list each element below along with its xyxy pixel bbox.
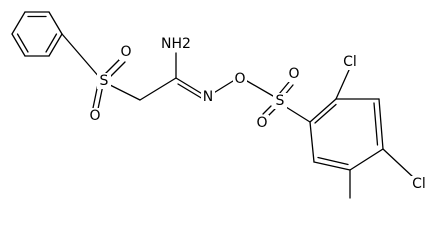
bond-ph-6 [11,11,26,35]
atom-s1-label: S [100,73,109,89]
bond-n-o [211,80,234,95]
bond-ar-4 [349,148,384,171]
atom-cl2: Cl [410,176,429,192]
atom-nh2-label: NH2 [161,36,191,52]
bond-ph-5 [11,33,26,57]
atom-s1: S [97,73,111,89]
bond-ph-2 [48,11,63,35]
bond-c-n-b [177,83,204,100]
atom-n: N [201,89,215,105]
atom-o1b: O [88,108,102,124]
bond-c-n-a [175,77,205,96]
atom-o2a: O [287,66,301,82]
bond-ph-5-inner [16,33,29,53]
bond-s2-o2b-a [262,105,272,115]
bond-ar-cl1 [335,69,350,100]
atom-nh2: NH2 [161,34,191,52]
bond-s2-ar [285,106,311,123]
chemical-structure-diagram: S O O NH2 N O S O [11,11,429,199]
bond-s2-o2a-a [278,81,290,95]
atom-cl1-label: Cl [343,54,357,70]
bond-ar-1-inner [314,103,337,124]
atom-s2-label: S [276,93,285,109]
bond-ar-5-inner [317,156,349,166]
bond-ar-6 [309,121,315,163]
atom-cl2-label: Cl [412,176,426,192]
bond-ph-3 [48,33,63,57]
atom-o1a-label: O [120,44,131,60]
bond-ar-3 [378,98,384,150]
bond-ph-s1 [61,33,101,79]
bond-ar-5 [313,161,351,171]
atom-o1b-label: O [89,108,100,124]
bond-ar-cl2 [382,148,414,178]
bond-o-s2 [246,80,274,97]
atom-o2b: O [255,115,269,131]
atom-n-label: N [203,89,213,105]
atom-o-link: O [233,71,247,87]
bond-ch2-c [139,77,177,101]
atom-o-link-label: O [234,71,245,87]
bond-s1-ch2 [109,84,141,101]
atom-s2: S [273,93,287,109]
atom-cl1: Cl [340,54,360,70]
atom-o2b-label: O [256,115,267,131]
bond-ar-1 [309,98,337,123]
atom-labels: S O O NH2 N O S O [88,34,429,192]
bond-ar-3-inner [373,102,379,146]
atom-o1a: O [119,44,133,60]
atom-o2a-label: O [288,66,299,82]
bond-ph-3-inner [45,33,58,53]
